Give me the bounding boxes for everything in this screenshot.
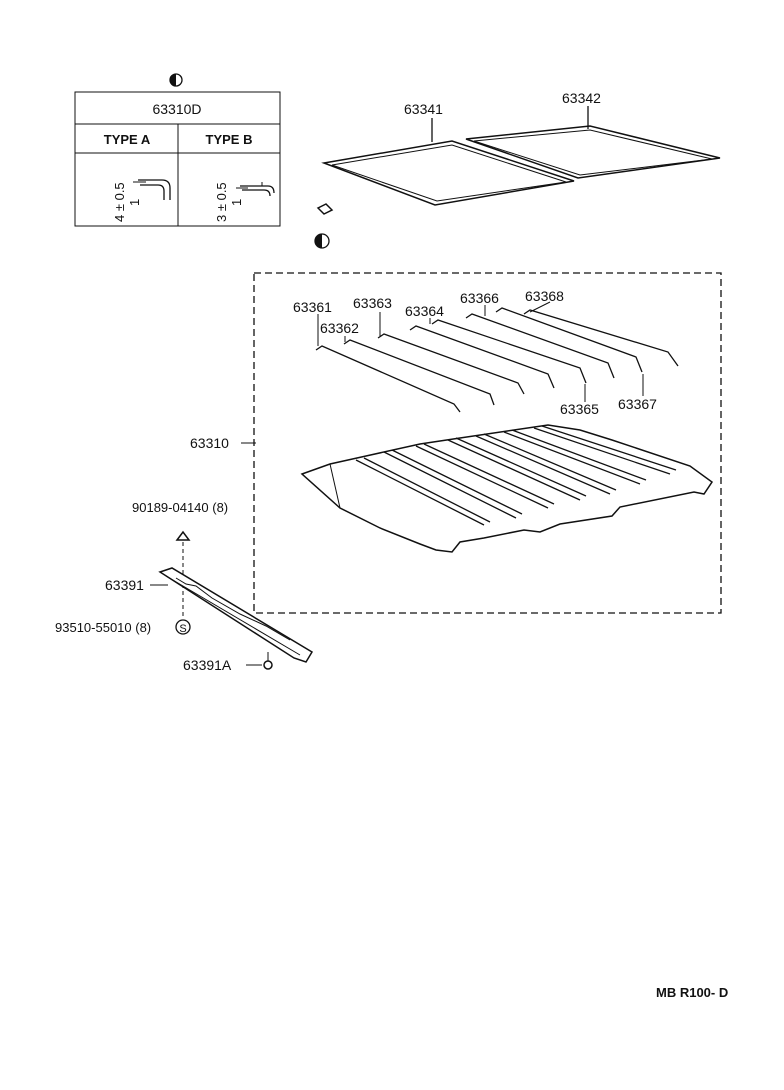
bolt-icon — [175, 530, 191, 541]
label-63391A: 63391A — [183, 657, 232, 673]
roof-panel-front — [321, 140, 575, 206]
label-63342: 63342 — [562, 90, 601, 106]
label-63391: 63391 — [105, 577, 144, 593]
type-a-label: TYPE A — [104, 132, 151, 147]
label-63364: 63364 — [405, 303, 444, 319]
half-filled-circle-icon-2 — [314, 233, 330, 249]
half-filled-circle-icon — [169, 73, 183, 87]
label-63310: 63310 — [190, 435, 229, 451]
label-63361: 63361 — [293, 299, 332, 315]
roof-panel-rear — [465, 125, 721, 179]
clip-icon — [263, 652, 273, 670]
label-63363: 63363 — [353, 295, 392, 311]
type-b-dimension-small: 1 — [229, 199, 244, 206]
roof-clip-icon — [316, 203, 334, 215]
label-63368: 63368 — [525, 288, 564, 304]
roof-rail — [158, 567, 314, 663]
type-a-clip-icon — [133, 179, 171, 200]
roof-bows — [315, 307, 679, 413]
svg-text:S: S — [179, 623, 186, 635]
spec-table: 63310D TYPE A TYPE B 4 ± 0.5 1 3 ± 0.5 1 — [74, 91, 281, 227]
type-b-label: TYPE B — [206, 132, 253, 147]
table-header: 63310D — [152, 101, 201, 117]
circled-s-icon: S — [175, 619, 191, 635]
label-63362: 63362 — [320, 320, 359, 336]
label-63365: 63365 — [560, 401, 599, 417]
label-63367: 63367 — [618, 396, 657, 412]
type-b-clip-icon — [236, 182, 275, 197]
label-63341: 63341 — [404, 101, 443, 117]
type-a-dimension: 4 ± 0.5 — [112, 182, 127, 222]
type-b-dimension: 3 ± 0.5 — [214, 182, 229, 222]
label-63366: 63366 — [460, 290, 499, 306]
label-screw: 93510-55010 (8) — [55, 620, 151, 635]
type-a-dimension-small: 1 — [127, 199, 142, 206]
label-bolt: 90189-04140 (8) — [132, 500, 228, 515]
roof-liner-assembly — [300, 424, 714, 553]
diagram-code: MB R100- D — [656, 985, 728, 1000]
